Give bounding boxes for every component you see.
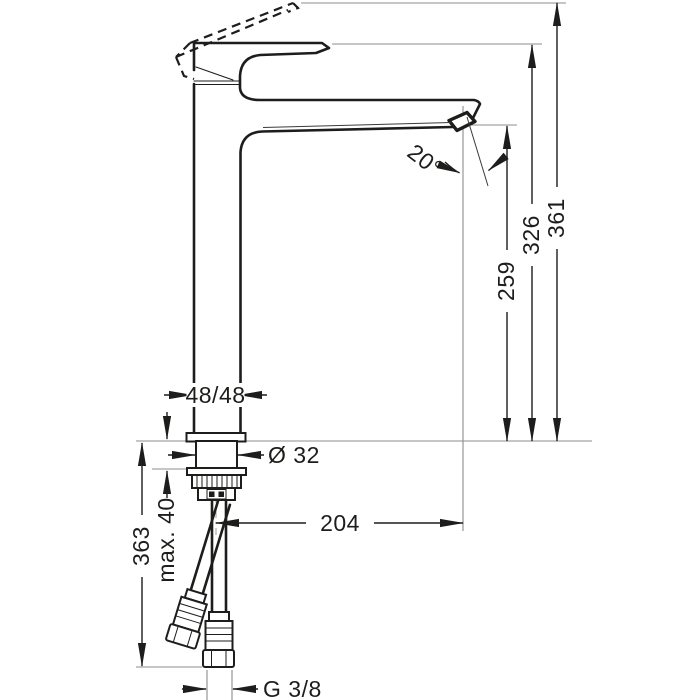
dim-hose-length-label-group: 363: [128, 515, 154, 577]
hose-crimp-fitting: [204, 620, 234, 651]
jet-angle-label: 20°: [403, 139, 448, 182]
mounting-hardware: [186, 440, 247, 501]
dim-base-label-group: 48/48: [185, 382, 245, 408]
dim-connection-thread-label: G 3/8: [263, 676, 322, 700]
angle-leader-right: [487, 152, 509, 172]
dim-spout-reach-label: 204: [320, 510, 360, 536]
spout-aerator: [447, 110, 477, 133]
faucet-body: [185, 41, 482, 443]
jet-angle-label-group: 20°: [403, 139, 448, 182]
hex-facets: [211, 650, 227, 667]
dim-spout-reach-label-group: 204: [306, 510, 374, 536]
spout-underside-and-column-right-edge: [239, 125, 455, 435]
dim-hose-length-label: 363: [128, 526, 154, 566]
straight-hose: [202, 498, 235, 668]
fixing-screw-detail-right: [218, 491, 224, 497]
dim-total-height-label: 361: [543, 198, 569, 238]
crimp-ridges: [205, 627, 233, 642]
thread-hatching: [196, 475, 238, 488]
mounting-washer: [186, 467, 247, 476]
dim-hole-diameter-label: Ø 32: [268, 442, 320, 468]
dim-handle-height-label: 326: [518, 215, 544, 255]
supply-hoses: [165, 498, 235, 668]
angle-leader-left: [436, 160, 461, 174]
dim-handle-height-label-group: 326: [518, 204, 544, 266]
dim-max-thickness-label-group: max. 40: [153, 497, 179, 582]
handle-front-edge: [195, 66, 234, 81]
hose-hex-nut: [202, 649, 235, 668]
dim-total-height-label-group: 361: [543, 187, 569, 249]
fixing-screw-detail-left: [209, 491, 215, 497]
dim-max-thickness-label: max. 40: [153, 497, 179, 582]
handle-and-spout-top-outline: [192, 41, 482, 124]
jet-direction-line: [466, 116, 489, 187]
dim-spout-height-label-group: 259: [493, 250, 519, 312]
spout-underside-inner-line: [262, 122, 452, 128]
dimension-lines: 361 326 259 204 363 max. 40: [128, 2, 569, 700]
body-seam-lines: [193, 80, 240, 86]
fixing-screw: [206, 489, 227, 500]
hose-neck: [208, 611, 230, 622]
dim-base-label: 48/48: [185, 382, 245, 408]
mounting-shank: [195, 440, 238, 469]
dim-spout-height-label: 259: [493, 261, 519, 301]
